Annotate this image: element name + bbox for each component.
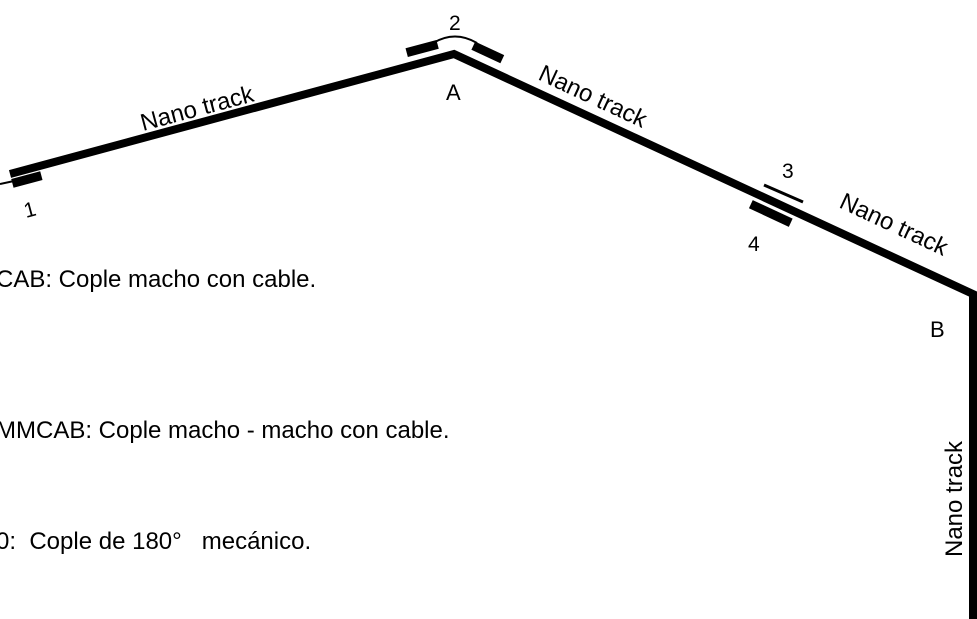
coupler-1-mark: [11, 171, 43, 188]
coupler-number-3: 3: [782, 160, 794, 183]
note-1: CAB: Cople macho con cable.: [0, 266, 316, 293]
coupler-number-2: 2: [449, 12, 461, 35]
left-stub: [0, 180, 15, 185]
coupler-2-arc: [432, 35, 478, 44]
note-2: MMCAB: Cople macho - macho con cable.: [0, 417, 450, 444]
coupler-4-mark: [748, 200, 793, 227]
node-label-a: A: [446, 80, 461, 105]
node-label-b: B: [930, 317, 945, 342]
coupler-number-4: 4: [748, 233, 760, 256]
coupler-3-mark: [763, 183, 804, 204]
note-3: 0: Cople de 180° mecánico.: [0, 528, 311, 555]
nano-track-line: [8, 49, 977, 619]
coupler-2-left-mark: [405, 39, 439, 57]
track-label-3: Nano track: [835, 188, 952, 262]
track-label-1: Nano track: [138, 80, 258, 136]
coupler-2-right-mark: [471, 41, 505, 64]
track-label-4: Nano track: [941, 440, 968, 557]
coupler-number-1: 1: [21, 198, 38, 223]
